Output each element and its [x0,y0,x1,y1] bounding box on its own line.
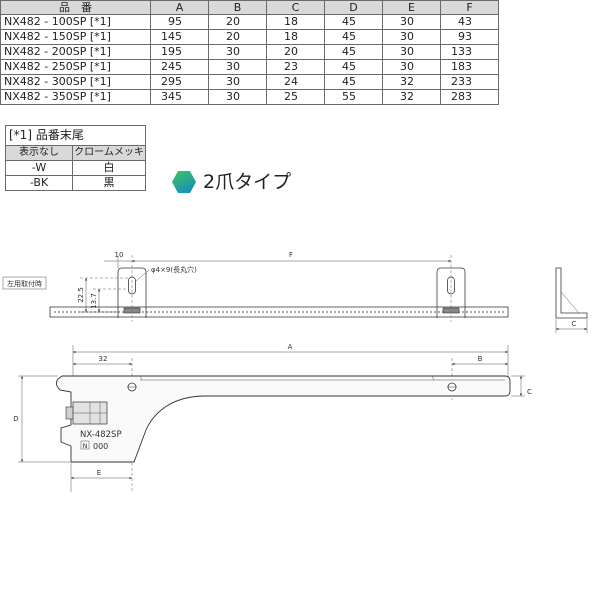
header-a: A [150,0,209,15]
cell-e: 30 [382,29,441,45]
dim-e-label: E [97,469,101,477]
cell-c: 25 [266,89,325,105]
stamp-mark: N [83,442,88,450]
suffix-header-row: 表示なし クロームメッキ [5,145,147,161]
cell-a: 145 [150,29,209,45]
cell-d: 55 [324,89,383,105]
header-c: C [266,0,325,15]
dim-32-label: 32 [99,355,108,363]
cell-d: 45 [324,74,383,90]
dim-f-label: F [289,251,293,259]
cell-b: 20 [208,14,267,30]
cell-d: 45 [324,44,383,60]
cell-e: 30 [382,44,441,60]
cell-a: 295 [150,74,209,90]
cell-e: 30 [382,59,441,75]
cell-finish: 黒 [71,175,147,191]
cell-a: 95 [150,14,209,30]
header-e: E [382,0,441,15]
cell-d: 45 [324,29,383,45]
hole-note-leader [135,269,150,282]
cell-c: 18 [266,29,325,45]
cell-a: 195 [150,44,209,60]
spec-table: 品 番 A B C D E F NX482 - 100SP [*1] 95 20… [0,0,499,105]
suffix-title-row: [*1] 品番末尾 [4,125,147,146]
dim-c-label: C [527,388,532,396]
cell-f: 283 [440,89,499,105]
cell-e: 32 [382,89,441,105]
cell-c: 18 [266,14,325,30]
dim-b-label: B [478,355,483,363]
cell-a: 245 [150,59,209,75]
header-f: F [440,0,499,15]
cell-f: 233 [440,74,499,90]
dim-c-side-label: C [572,320,577,328]
stamp-code: 000 [93,442,108,451]
cell-b: 30 [208,89,267,105]
cell-b: 30 [208,74,267,90]
header-chrome-plating: クロームメッキ [71,145,147,161]
cell-part: NX482 - 150SP [*1] [0,29,151,45]
side-profile-gusset [560,291,580,314]
stamp-model: NX-482SP [80,430,122,440]
cell-c: 20 [266,44,325,60]
cell-d: 45 [324,59,383,75]
cell-part: NX482 - 100SP [*1] [0,14,151,30]
cell-f: 183 [440,59,499,75]
mount-label-box [2,276,47,290]
cell-f: 133 [440,44,499,60]
cell-part: NX482 - 200SP [*1] [0,44,151,60]
table-row: NX482 - 100SP [*1] 95 20 18 45 30 43 [0,14,499,30]
cell-b: 30 [208,59,267,75]
mount-label: 左用取付時 [7,279,42,288]
table-row: NX482 - 300SP [*1] 295 30 24 45 32 233 [0,74,499,90]
dim-d-label: D [13,415,18,423]
table-row: -BK 黒 [5,175,147,191]
cell-suffix: -W [5,160,73,176]
header-d: D [324,0,383,15]
cell-f: 43 [440,14,499,30]
cell-b: 30 [208,44,267,60]
table-row: -W 白 [5,160,147,176]
lock-cylinder-details [73,402,107,424]
side-profile [555,267,588,319]
hole-note: φ4×9(長丸穴) [151,265,197,274]
rail-strip [49,306,509,318]
cell-c: 24 [266,74,325,90]
dim-22-5-label: 22.5 [77,287,85,303]
hexagon-icon [172,171,196,193]
table-row: NX482 - 200SP [*1] 195 30 20 45 30 133 [0,44,499,60]
cell-part: NX482 - 350SP [*1] [0,89,151,105]
technical-drawing: 左用取付時 10 F φ4×9(長丸穴) 22.5 13.7 C A 32 B [2,251,588,492]
hexagon-shape [172,171,196,193]
header-b: B [208,0,267,15]
cell-f: 93 [440,29,499,45]
cell-e: 32 [382,74,441,90]
cell-suffix: -BK [5,175,73,191]
cell-part: NX482 - 250SP [*1] [0,59,151,75]
table-row: NX482 - 350SP [*1] 345 30 25 55 32 283 [0,89,499,105]
suffix-table: [*1] 品番末尾 表示なし クロームメッキ -W 白 -BK 黒 [4,125,147,191]
cell-e: 30 [382,14,441,30]
cell-d: 45 [324,14,383,30]
table-row: NX482 - 150SP [*1] 145 20 18 45 30 93 [0,29,499,45]
cell-a: 345 [150,89,209,105]
cell-part: NX482 - 300SP [*1] [0,74,151,90]
header-no-display: 表示なし [5,145,73,161]
stamp-mark-box [80,440,90,450]
cell-finish: 白 [71,160,147,176]
table-header-row: 品 番 A B C D E F [0,0,499,15]
bracket-steps [139,375,435,381]
dim-13-7-label: 13.7 [90,293,98,309]
cell-b: 20 [208,29,267,45]
bracket-outline [55,375,511,463]
type-label: 2爪タイプ [203,171,292,193]
cell-c: 23 [266,59,325,75]
table-row: NX482 - 250SP [*1] 245 30 23 45 30 183 [0,59,499,75]
dim-a-label: A [288,343,293,351]
header-part-number: 品 番 [0,0,151,15]
suffix-table-title: [*1] 品番末尾 [4,125,147,146]
dim-10-label: 10 [115,251,124,259]
